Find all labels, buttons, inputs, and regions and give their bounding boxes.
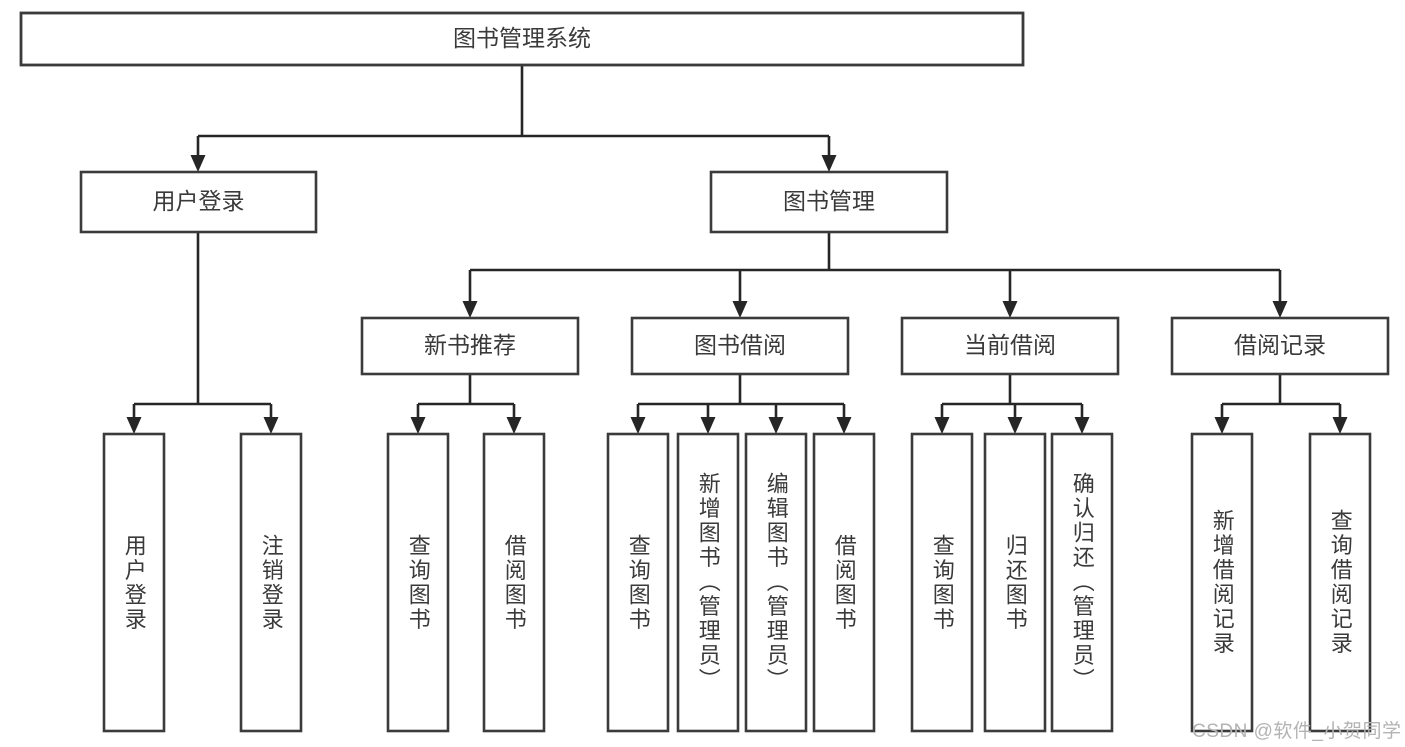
arrowhead-icon	[1332, 417, 1348, 434]
arrowhead-icon	[1002, 301, 1018, 318]
node-box-leaf-return-book[interactable]	[983, 432, 1047, 733]
arrowhead-icon	[732, 301, 748, 318]
node-label-book-manage: 图书管理	[783, 188, 875, 214]
watermark-credit: CSDN @软件_小贺同学	[1192, 721, 1402, 742]
arrowhead-icon	[126, 417, 142, 434]
node-box-leaf-edit-book-admin[interactable]	[744, 432, 808, 733]
arrowhead-icon	[700, 417, 716, 434]
node-box-leaf-borrow-book[interactable]	[812, 432, 876, 733]
node-box-leaf-user-login[interactable]	[102, 432, 166, 733]
node-box-leaf-borrow-book-rec[interactable]	[482, 432, 546, 733]
node-label-borrow-records: 借阅记录	[1234, 332, 1326, 358]
node-label-root: 图书管理系统	[453, 25, 591, 51]
node-box-leaf-add-book-admin[interactable]	[676, 432, 740, 733]
node-box-leaf-user-logout[interactable]	[239, 432, 303, 733]
connector-edges-layer	[126, 65, 1348, 434]
node-label-new-book-recommend: 新书推荐	[424, 332, 516, 358]
node-box-current-borrow[interactable]	[900, 316, 1120, 376]
arrowhead-icon	[1074, 417, 1090, 434]
arrowhead-icon	[630, 417, 646, 434]
node-box-leaf-confirm-return-admin[interactable]	[1050, 432, 1114, 733]
node-label-user-login: 用户登录	[153, 188, 245, 214]
node-box-book-manage[interactable]	[709, 170, 949, 234]
node-box-leaf-query-book-borrow[interactable]	[606, 432, 670, 733]
arrowhead-icon	[934, 417, 950, 434]
node-box-user-login[interactable]	[79, 170, 318, 234]
arrowhead-icon	[190, 155, 206, 172]
node-box-leaf-query-book-rec[interactable]	[386, 432, 450, 733]
arrowhead-icon	[263, 417, 279, 434]
node-box-leaf-query-borrow-record[interactable]	[1308, 432, 1372, 733]
arrowhead-icon	[506, 417, 522, 434]
node-label-book-borrow: 图书借阅	[694, 332, 786, 358]
arrowhead-icon	[462, 301, 478, 318]
node-box-root[interactable]	[19, 11, 1025, 67]
node-boxes-layer	[19, 11, 1390, 733]
arrowhead-icon	[1007, 417, 1023, 434]
arrowhead-icon	[1272, 301, 1288, 318]
arrowhead-icon	[410, 417, 426, 434]
node-label-current-borrow: 当前借阅	[964, 332, 1056, 358]
node-box-new-book-recommend[interactable]	[360, 316, 580, 376]
arrowhead-icon	[768, 417, 784, 434]
arrowhead-icon	[836, 417, 852, 434]
node-box-borrow-records[interactable]	[1170, 316, 1390, 376]
node-box-leaf-query-book-cur[interactable]	[910, 432, 974, 733]
node-box-leaf-add-borrow-record[interactable]	[1190, 432, 1254, 733]
arrowhead-icon	[821, 155, 837, 172]
arrowhead-icon	[1214, 417, 1230, 434]
node-box-book-borrow[interactable]	[630, 316, 850, 376]
